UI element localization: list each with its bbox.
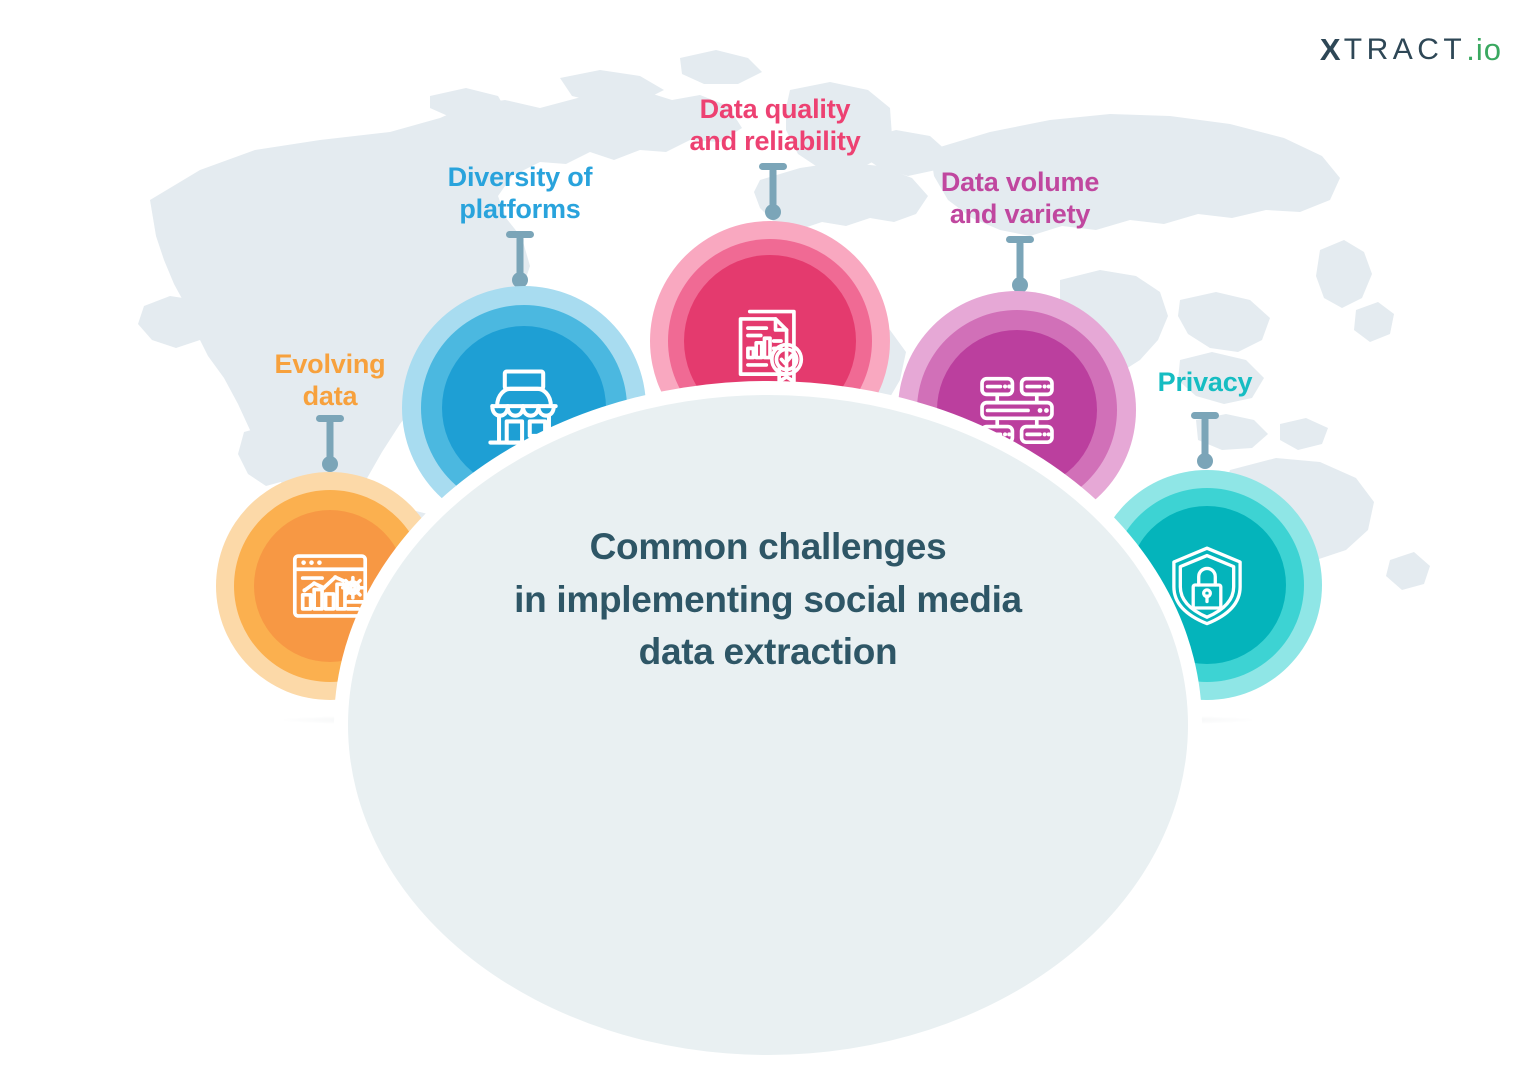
world-map-background — [138, 50, 1430, 742]
node-label-evolving-data: Evolving data — [274, 349, 386, 412]
page-title-line-2: in implementing social media — [514, 578, 1022, 620]
connector-diversity-of-platforms — [506, 231, 534, 288]
dome-fill — [348, 395, 1188, 1055]
page-title-line-3: data extraction — [638, 631, 898, 673]
analytics-dashboard-icon — [292, 554, 368, 618]
connector-evolving-data — [316, 415, 344, 472]
node-label-data-quality-and-reliability: Data quality and reliability — [689, 94, 861, 157]
node-label-diversity-of-platforms: Diversity of platforms — [447, 162, 593, 225]
verified-report-icon — [738, 309, 804, 384]
node-label-data-volume-and-variety: Data volume and variety — [940, 167, 1100, 230]
logo-x-mark: X — [1319, 32, 1344, 67]
node-label-privacy: Privacy — [1157, 367, 1253, 397]
shield-lock-icon — [1172, 546, 1242, 626]
logo-tract-text: TRACT — [1343, 33, 1467, 66]
connector-privacy — [1191, 412, 1219, 469]
page-title: Common challenges in implementing social… — [334, 521, 1202, 679]
logo-io-text: .io — [1466, 32, 1502, 67]
center-dome: Common challenges in implementing social… — [284, 381, 1252, 1069]
server-rack-icon — [980, 376, 1054, 445]
connector-data-volume-and-variety — [1006, 236, 1034, 293]
page-title-line-1: Common challenges — [589, 526, 947, 567]
connector-data-quality-and-reliability — [759, 163, 787, 220]
